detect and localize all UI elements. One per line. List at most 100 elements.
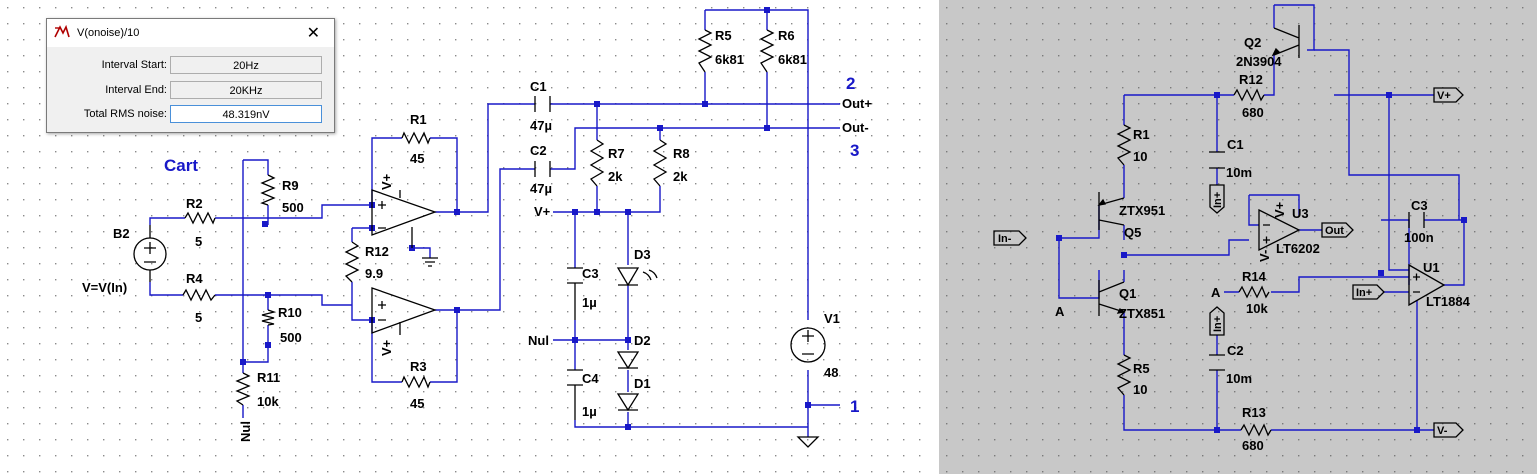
port-in-minus[interactable] bbox=[993, 230, 1027, 246]
resistor-r5-right-symbol[interactable] bbox=[1116, 354, 1132, 396]
resistor-r4-symbol[interactable] bbox=[182, 288, 216, 302]
dialog-titlebar[interactable]: V(onoise)/10 ✕ bbox=[47, 19, 334, 47]
c1-right-value: 10m bbox=[1226, 165, 1252, 180]
r9-name: R9 bbox=[282, 178, 299, 193]
resistor-r9-symbol[interactable] bbox=[260, 174, 276, 206]
source-v1-symbol[interactable] bbox=[790, 327, 826, 363]
resistor-r12-symbol[interactable] bbox=[344, 241, 360, 283]
q2-model: 2N3904 bbox=[1236, 54, 1282, 69]
cart-label: Cart bbox=[164, 156, 198, 175]
capacitor-c2-right-symbol[interactable] bbox=[1209, 354, 1225, 371]
port-vminus-label: V- bbox=[1437, 425, 1448, 437]
b2-value: V=V(In) bbox=[82, 280, 127, 295]
r1-right-name: R1 bbox=[1133, 127, 1150, 142]
r13-right-name: R13 bbox=[1242, 405, 1266, 420]
capacitor-c1-right-symbol[interactable] bbox=[1209, 151, 1225, 169]
resistor-r8-symbol[interactable] bbox=[652, 139, 668, 187]
resistor-r1-right-symbol[interactable] bbox=[1116, 124, 1132, 166]
c3-name: C3 bbox=[582, 266, 599, 281]
resistor-r11-symbol[interactable] bbox=[235, 372, 251, 406]
dialog-title: V(onoise)/10 bbox=[77, 27, 140, 39]
capacitor-c3-symbol[interactable] bbox=[567, 267, 583, 320]
resistor-r10-symbol[interactable] bbox=[261, 309, 277, 326]
port-3-label: 3 bbox=[850, 141, 859, 160]
port-vplus[interactable] bbox=[1433, 87, 1464, 103]
r13-right-value: 680 bbox=[1242, 438, 1264, 453]
diode-d1-symbol[interactable] bbox=[616, 393, 640, 412]
resistor-r6-symbol[interactable] bbox=[759, 29, 775, 73]
r7-value: 2k bbox=[608, 169, 623, 184]
u3-model: LT6202 bbox=[1276, 241, 1320, 256]
port-2-label: 2 bbox=[846, 74, 855, 93]
right-junctions bbox=[1056, 92, 1467, 433]
noise-dialog[interactable]: V(onoise)/10 ✕ Interval Start: 20Hz Inte… bbox=[46, 18, 335, 133]
opamp-u3-symbol[interactable] bbox=[1258, 208, 1301, 252]
port-vminus[interactable] bbox=[1433, 422, 1464, 438]
r3-value: 45 bbox=[410, 396, 424, 411]
resistor-r2-symbol[interactable] bbox=[184, 211, 216, 225]
r4-name: R4 bbox=[186, 271, 203, 286]
resistor-r1-symbol[interactable] bbox=[401, 131, 431, 145]
c1-name: C1 bbox=[530, 79, 547, 94]
r10-value: 500 bbox=[280, 330, 302, 345]
vplus-net-label: V+ bbox=[534, 204, 551, 219]
c1-right-name: C1 bbox=[1227, 137, 1244, 152]
opamp-upper-symbol[interactable] bbox=[371, 189, 437, 236]
capacitor-c2-symbol[interactable] bbox=[534, 161, 551, 177]
diode-d3-symbol[interactable] bbox=[616, 267, 640, 287]
resistor-r14-right-symbol[interactable] bbox=[1238, 285, 1270, 299]
right-schematic-canvas[interactable]: Q2 2N3904 R12 680 R1 10 C1 10m ZTX951 Q5… bbox=[939, 0, 1537, 474]
resistor-r7-symbol[interactable] bbox=[589, 139, 605, 187]
transistor-q2-symbol[interactable] bbox=[1273, 25, 1300, 58]
r11-name: R11 bbox=[257, 370, 280, 385]
interval-start-label: Interval Start: bbox=[101, 59, 167, 71]
resistor-r13-right-symbol[interactable] bbox=[1240, 423, 1272, 437]
r12-name: R12 bbox=[365, 244, 389, 259]
capacitor-c1-symbol[interactable] bbox=[534, 96, 551, 112]
left-schematic-pane[interactable]: Cart B2 V=V(In) R2 5 R4 5 R9 500 R10 500… bbox=[0, 0, 926, 474]
interval-start-field[interactable]: 20Hz bbox=[170, 56, 322, 74]
port-out-label: Out bbox=[1325, 225, 1344, 237]
resistor-r3-symbol[interactable] bbox=[401, 375, 431, 389]
total-rms-noise-field[interactable]: 48.319nV bbox=[170, 105, 322, 123]
nul-net-label: Nul bbox=[528, 333, 549, 348]
opamp-lower-symbol[interactable] bbox=[371, 287, 437, 334]
port-out[interactable] bbox=[1321, 222, 1354, 238]
r6-name: R6 bbox=[778, 28, 795, 43]
r12-right-value: 680 bbox=[1242, 105, 1264, 120]
r5-value: 6k81 bbox=[715, 52, 744, 67]
interval-end-label: Interval End: bbox=[105, 84, 167, 96]
total-rms-noise-label: Total RMS noise: bbox=[83, 108, 167, 120]
close-icon[interactable]: ✕ bbox=[306, 25, 320, 42]
u1-name: U1 bbox=[1423, 260, 1440, 275]
q1-model: ZTX851 bbox=[1119, 306, 1165, 321]
resistor-r12-right-symbol[interactable] bbox=[1233, 88, 1265, 102]
opamp-u1-symbol[interactable] bbox=[1408, 263, 1446, 307]
capacitor-c3-right-symbol[interactable] bbox=[1408, 212, 1425, 228]
left-components bbox=[133, 29, 826, 448]
interval-end-field[interactable]: 20KHz bbox=[170, 81, 322, 99]
capacitor-c4-symbol[interactable] bbox=[567, 369, 583, 420]
net-a-left-label: A bbox=[1055, 304, 1065, 319]
v1-value: 48 bbox=[824, 365, 838, 380]
q5-name: Q5 bbox=[1124, 225, 1141, 240]
d1-name: D1 bbox=[634, 376, 651, 391]
right-labels: Q2 2N3904 R12 680 R1 10 C1 10m ZTX951 Q5… bbox=[998, 35, 1471, 453]
r3-name: R3 bbox=[410, 359, 427, 374]
c3-right-name: C3 bbox=[1411, 198, 1428, 213]
d3-name: D3 bbox=[634, 247, 651, 262]
interval-end-row: Interval End: 20KHz bbox=[47, 81, 334, 101]
r9-value: 500 bbox=[282, 200, 304, 215]
c3-value: 1µ bbox=[582, 295, 597, 310]
diode-d2-symbol[interactable] bbox=[616, 351, 640, 370]
port-in-minus-label: In- bbox=[998, 233, 1012, 245]
right-wires bbox=[1058, 4, 1465, 431]
c4-name: C4 bbox=[582, 371, 599, 386]
r6-value: 6k81 bbox=[778, 52, 807, 67]
right-schematic-pane[interactable]: Q2 2N3904 R12 680 R1 10 C1 10m ZTX951 Q5… bbox=[939, 0, 1537, 474]
ground-symbol bbox=[796, 436, 820, 448]
resistor-r5-symbol[interactable] bbox=[697, 29, 713, 73]
r1-right-value: 10 bbox=[1133, 149, 1147, 164]
port-in-plus-u1[interactable] bbox=[1352, 284, 1385, 300]
r4-value: 5 bbox=[195, 310, 202, 325]
